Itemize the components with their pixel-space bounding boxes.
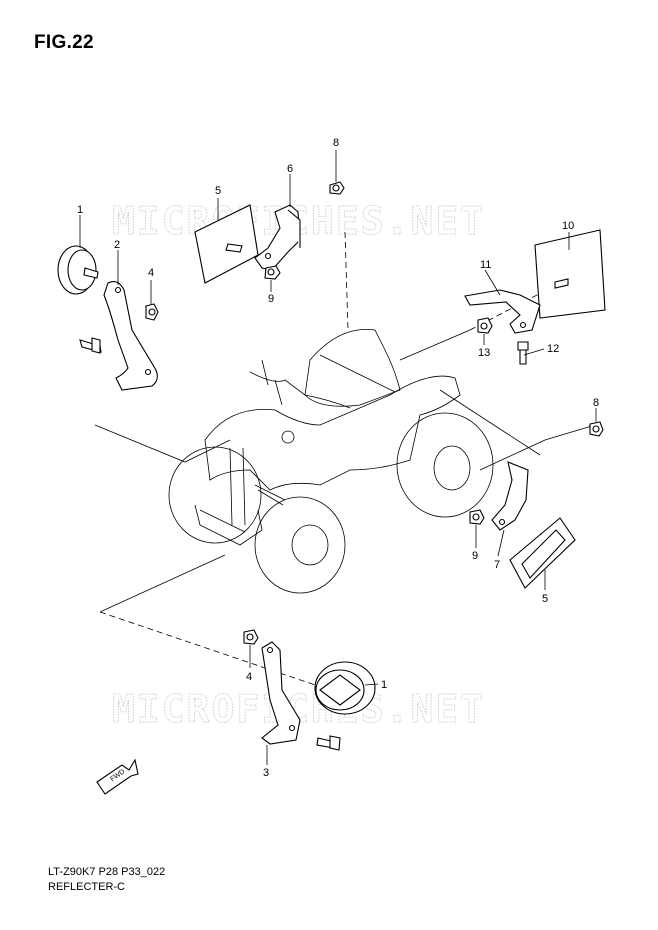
nut-front-lower — [243, 629, 259, 645]
bracket-front-lower — [261, 641, 341, 751]
callout-1-upper: 1 — [77, 204, 83, 216]
callout-8-upper: 8 — [333, 137, 339, 149]
bracket-rear-right — [464, 289, 541, 334]
bolt-lower-right — [589, 421, 604, 437]
callout-7: 7 — [494, 559, 500, 571]
fwd-arrow-icon: FWD — [96, 758, 139, 795]
callout-leaders — [79, 150, 597, 765]
callout-4-upper: 4 — [148, 267, 154, 279]
section-name: REFLECTER-C — [48, 881, 126, 893]
reflector-rect-lower — [509, 517, 576, 589]
callout-6: 6 — [287, 163, 293, 175]
nut-lower — [469, 509, 485, 525]
reflector-rect-right — [534, 229, 606, 319]
callout-labels: 1 2 4 5 6 8 9 10 11 12 13 8 9 7 5 4 1 3 — [77, 137, 599, 779]
callout-11: 11 — [480, 259, 491, 271]
figure-title: FIG.22 — [34, 32, 94, 53]
callout-5-upper: 5 — [215, 185, 221, 197]
nut-front-upper — [145, 303, 159, 321]
callout-4-lower: 4 — [246, 671, 252, 683]
bolt-upper — [329, 181, 345, 195]
nut-right — [477, 317, 493, 334]
callout-5-lower: 5 — [542, 593, 548, 605]
callout-12: 12 — [547, 343, 559, 355]
callout-2: 2 — [114, 239, 120, 251]
atv-outline — [168, 328, 494, 594]
callout-9-upper: 9 — [268, 293, 274, 305]
reflector-round-lower — [314, 661, 376, 715]
callout-3: 3 — [263, 767, 269, 779]
bracket-front-left — [79, 281, 158, 391]
reflector-rect-upper — [194, 204, 259, 284]
nut-upper — [264, 265, 281, 280]
callout-13: 13 — [478, 347, 490, 359]
reflector-round-front — [57, 245, 99, 295]
watermark-group: MICROFICHES.NET MICROFICHES.NET — [112, 199, 484, 732]
callout-9-lower: 9 — [472, 550, 478, 562]
bolt-right — [517, 341, 529, 365]
model-code: LT-Z90K7 P28 P33_022 — [48, 866, 166, 878]
callout-1-lower: 1 — [381, 679, 387, 691]
callout-10: 10 — [562, 220, 574, 232]
bracket-rear-lower — [491, 461, 529, 531]
callout-8-lower: 8 — [593, 397, 599, 409]
